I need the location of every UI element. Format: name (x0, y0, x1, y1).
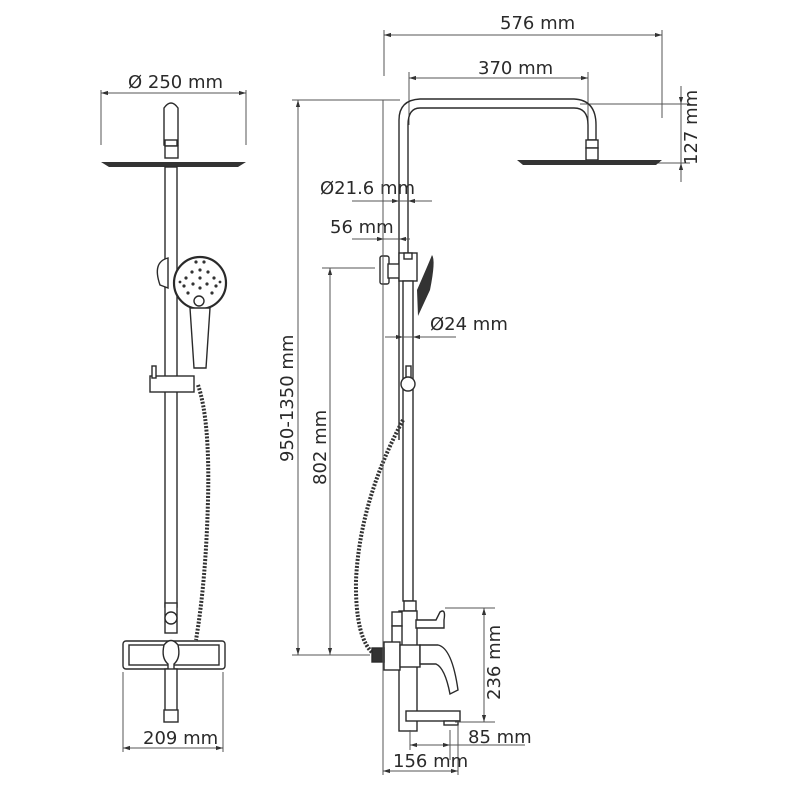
rain-shower-head (101, 162, 246, 167)
hand-shower-side (417, 255, 434, 316)
dim-spout-offset: 85 mm (409, 727, 532, 760)
mixer-width-label: 209 mm (143, 728, 218, 749)
front-view: Ø 250 mm (100, 72, 247, 752)
dim-mixer-width: 209 mm (122, 672, 224, 752)
dim-arm-length: 370 mm (408, 58, 589, 125)
slide-bar-diameter-label: Ø24 mm (430, 314, 508, 335)
dim-mixer-height: 236 mm (445, 607, 505, 723)
hand-shower-handle (189, 307, 211, 369)
mixer-depth-label: 156 mm (393, 751, 468, 772)
dim-column-diameter: Ø21.6 mm (320, 178, 432, 204)
overhead-diameter-label: Ø 250 mm (128, 72, 223, 93)
holder-offset-label: 56 mm (330, 217, 394, 238)
dim-head-drop: 127 mm (580, 86, 702, 182)
dim-slide-bar-diameter: Ø24 mm (385, 314, 508, 340)
column-diameter-label: Ø21.6 mm (320, 178, 415, 199)
shower-hose (194, 384, 211, 641)
dim-height-range: 950-1350 mm (277, 99, 400, 655)
mixer-lever (162, 639, 180, 689)
hand-shower (172, 255, 228, 369)
head-drop-label: 127 mm (681, 90, 702, 165)
dim-total-projection: 576 mm (383, 13, 663, 118)
spout-offset-label: 85 mm (468, 727, 532, 748)
slide-holder (149, 375, 195, 393)
dim-overhead-diameter: Ø 250 mm (100, 72, 247, 145)
slide-bar-height-label: 802 mm (310, 410, 331, 485)
total-projection-label: 576 mm (500, 13, 575, 34)
arm-length-label: 370 mm (478, 58, 553, 79)
mixer-lever-side (419, 644, 459, 696)
dim-mixer-depth: 156 mm (382, 100, 468, 775)
height-range-label: 950-1350 mm (277, 335, 298, 462)
dim-slide-bar-height: 802 mm (310, 267, 375, 655)
bath-mixer-side (371, 600, 461, 732)
side-view: 576 mm 370 mm 127 mm 950-1350 mm (277, 13, 702, 775)
rain-shower-head-side (517, 160, 662, 165)
dim-holder-offset: 56 mm (330, 217, 410, 242)
mixer-height-label: 236 mm (484, 625, 505, 700)
shower-arm-top (163, 102, 179, 146)
